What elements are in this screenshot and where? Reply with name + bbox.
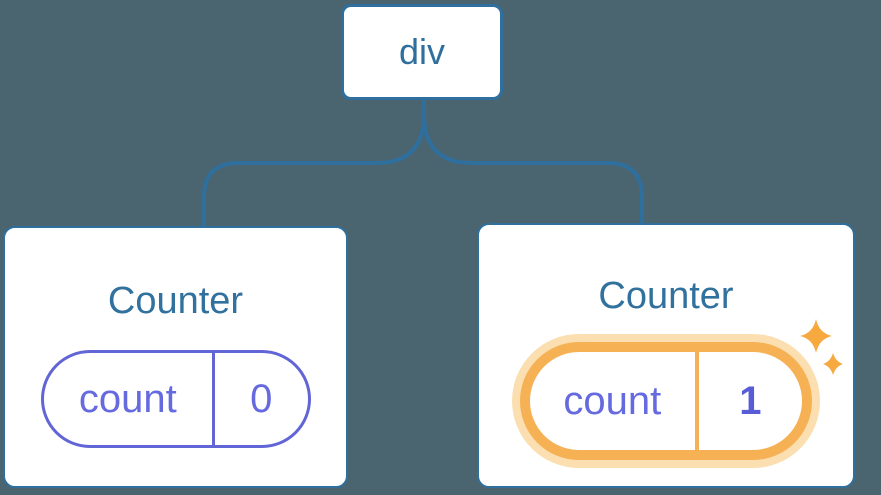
- component-card-counter-1: Counter count 0: [3, 226, 348, 488]
- state-name: count: [563, 378, 662, 423]
- component-title: Counter: [107, 280, 244, 322]
- component-card-counter-2: Counter count 1: [477, 223, 855, 488]
- sparkle-small: [823, 353, 843, 375]
- state-name-cell: count: [530, 352, 699, 450]
- tree-node-div-label: div: [398, 31, 446, 72]
- state-value: 1: [739, 378, 762, 423]
- state-pill: count 0: [40, 350, 311, 448]
- state-pill-highlighted: count 1: [520, 342, 812, 460]
- state-name: count: [78, 376, 177, 421]
- state-value-cell: 0: [215, 353, 307, 445]
- connector-left-branch: [202, 100, 426, 227]
- component-title: Counter: [598, 275, 734, 317]
- state-name-cell: count: [44, 353, 216, 445]
- state-value-cell: 1: [699, 352, 802, 450]
- connector-right-branch: [422, 100, 644, 225]
- tree-node-div: div: [341, 4, 503, 100]
- sparkle-large: [800, 319, 832, 353]
- sparkles-icon: [800, 319, 843, 375]
- state-value: 0: [250, 376, 273, 421]
